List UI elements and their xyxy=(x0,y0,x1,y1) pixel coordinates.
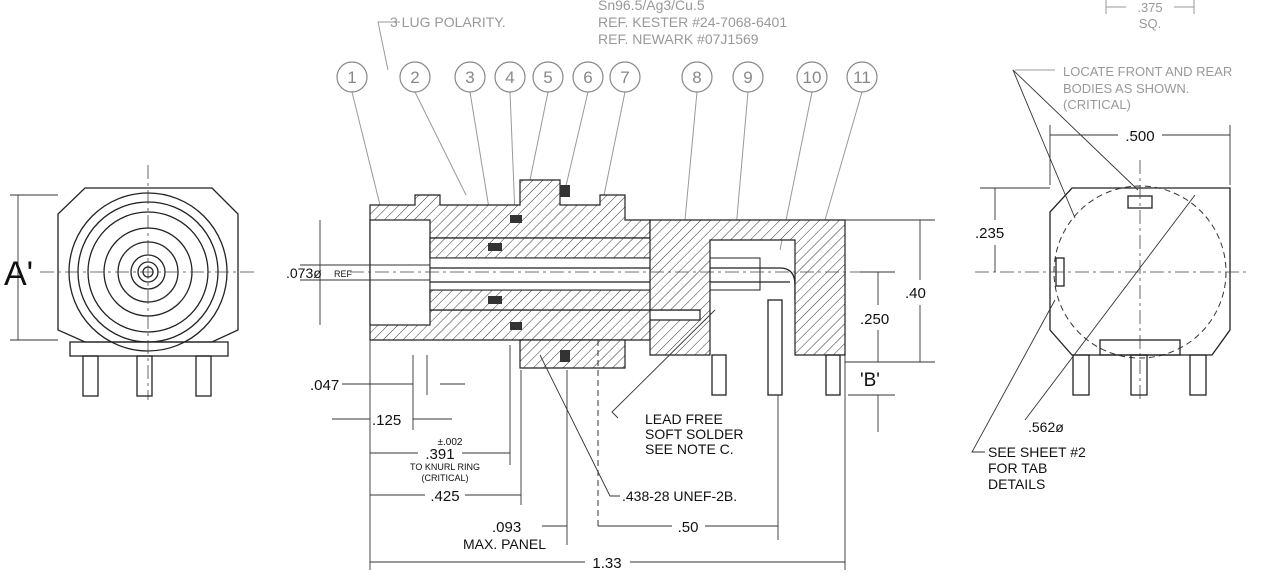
lead-free-note-2: SOFT SOLDER xyxy=(645,426,744,442)
balloon-circle xyxy=(681,61,713,93)
locate-note-2: BODIES AS SHOWN. xyxy=(1063,81,1189,96)
polarity-leader xyxy=(377,21,400,71)
dim-40: .40 xyxy=(905,285,926,302)
max-panel-label: MAX. PANEL xyxy=(463,536,546,552)
dim-425: .425 xyxy=(430,488,459,505)
solder-alloy-note: Sn96.5/Ag3/Cu.5 xyxy=(598,0,705,13)
dim-235: .235 xyxy=(975,225,1004,242)
balloon-label: 7 xyxy=(620,68,629,87)
balloon-label: 9 xyxy=(743,68,752,87)
dim-250: .250 xyxy=(860,311,889,328)
dim-375: .375 xyxy=(1137,0,1162,15)
balloon-circle xyxy=(732,61,764,93)
lead-free-note-1: LEAD FREE xyxy=(645,411,723,427)
dim-sq-label: SQ. xyxy=(1139,16,1161,31)
dim-093: .093 xyxy=(492,519,521,536)
newark-ref-note: REF. NEWARK #07J1569 xyxy=(598,31,759,47)
balloon-circle xyxy=(532,61,564,93)
balloon-label: 6 xyxy=(583,68,592,87)
balloon-circle xyxy=(572,61,604,93)
dim-073-ref: REF xyxy=(334,269,353,279)
balloon-circle xyxy=(796,61,828,93)
dim-391: .391 xyxy=(425,446,454,463)
top-notes: 3 LUG POLARITY. Sn96.5/Ag3/Cu.5 REF. KES… xyxy=(377,0,1232,112)
balloon-label: 8 xyxy=(692,68,701,87)
dim-a-prime: A' xyxy=(4,255,33,293)
balloon-circle xyxy=(494,61,526,93)
see-sheet-note-2: FOR TAB xyxy=(988,460,1047,476)
dim-50: .50 xyxy=(678,519,699,536)
dim-b-prime: 'B' xyxy=(860,370,880,391)
see-sheet-note-1: SEE SHEET #2 xyxy=(988,444,1086,460)
thread-spec: .438-28 UNEF-2B. xyxy=(622,488,737,504)
balloon-leader xyxy=(529,91,549,181)
balloon-leader xyxy=(734,91,749,241)
dim-562: .562ø xyxy=(1028,419,1064,435)
balloon-leader xyxy=(824,91,863,221)
balloon-label: 5 xyxy=(543,68,552,87)
dim-125: .125 xyxy=(372,412,401,429)
balloon-leader xyxy=(414,91,467,196)
knurl-note-2: (CRITICAL) xyxy=(422,473,469,483)
see-sheet-note-3: DETAILS xyxy=(988,476,1045,492)
section-view: .073ø REF .047 .125 ±.002 .391 TO KNURL … xyxy=(286,179,935,572)
knurl-note-1: TO KNURL RING xyxy=(410,462,480,472)
balloon-circle xyxy=(846,61,878,93)
balloon-circle xyxy=(399,61,431,93)
balloon-circle xyxy=(336,61,368,93)
balloon-label: 2 xyxy=(410,68,419,87)
balloon-label: 10 xyxy=(803,68,822,87)
locate-note-3: (CRITICAL) xyxy=(1063,97,1131,112)
lug-polarity-note: 3 LUG POLARITY. xyxy=(390,14,506,30)
locate-note-1: LOCATE FRONT AND REAR xyxy=(1063,64,1232,79)
balloon-leader xyxy=(684,91,698,221)
lead-free-note-3: SEE NOTE C. xyxy=(645,441,734,457)
balloon-label: 11 xyxy=(853,68,871,87)
part-balloons: 1 2 3 4 5 6 7 8 9 10 11 xyxy=(336,61,878,251)
balloon-label: 1 xyxy=(347,68,356,87)
balloon-circle xyxy=(454,61,486,93)
balloon-leader xyxy=(564,91,589,191)
dim-391-tolerance: ±.002 xyxy=(438,437,463,448)
rear-view: .500 .235 .562ø SEE SHEET #2 FOR TAB DET… xyxy=(971,69,1250,492)
balloon-leader xyxy=(509,91,516,216)
dim-133: 1.33 xyxy=(592,555,621,572)
balloon-label: 4 xyxy=(505,68,514,87)
balloon-circle xyxy=(609,61,641,93)
balloon-label: 3 xyxy=(465,68,474,87)
dim-073: .073ø xyxy=(286,265,322,281)
kester-ref-note: REF. KESTER #24-7068-6401 xyxy=(598,14,787,30)
dim-500: .500 xyxy=(1125,128,1154,145)
front-view: A' xyxy=(4,165,258,400)
balloon-leader xyxy=(351,91,381,206)
dim-047: .047 xyxy=(310,377,339,394)
